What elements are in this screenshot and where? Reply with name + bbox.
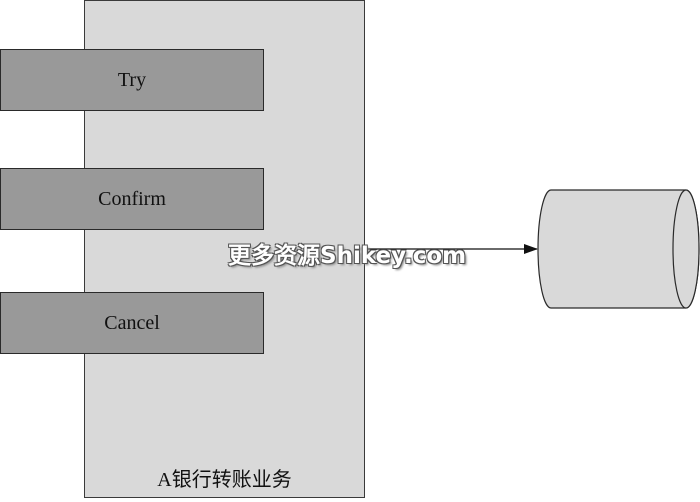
- database-cylinder: [537, 189, 700, 309]
- phase-box-confirm: Confirm: [0, 168, 264, 230]
- phase-label-try: Try: [117, 68, 147, 91]
- phase-label-confirm: Confirm: [98, 187, 166, 210]
- phase-box-cancel: Cancel: [0, 292, 264, 354]
- watermark-text: 更多资源Shikey.com: [228, 243, 467, 269]
- phase-box-try: Try: [0, 49, 264, 111]
- phase-label-cancel: Cancel: [104, 311, 160, 334]
- service-label: A银行转账业务: [157, 469, 292, 491]
